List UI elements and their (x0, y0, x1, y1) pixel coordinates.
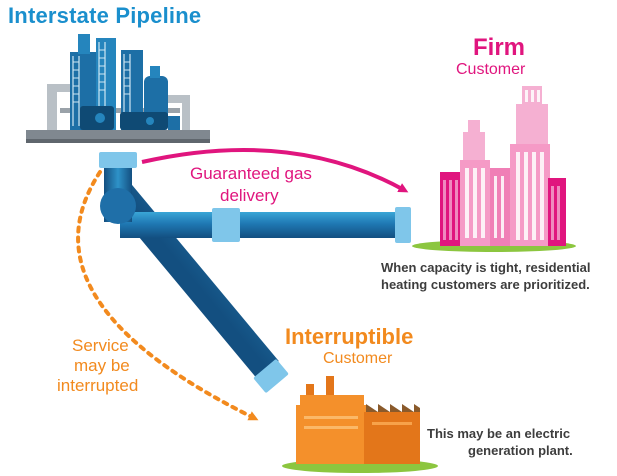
firm-customer-title: Firm (473, 34, 526, 61)
diagram-title: Interstate Pipeline (8, 3, 202, 28)
service-interrupted-label-line2: may be (74, 356, 130, 375)
coupling-top (99, 152, 137, 168)
pipeline (99, 152, 411, 393)
interruptible-note-line2: generation plant. (468, 443, 573, 458)
firm-note-line1: When capacity is tight, residential (381, 260, 591, 275)
guaranteed-delivery-label-line2: delivery (220, 186, 279, 205)
city-buildings-icon (412, 86, 576, 252)
firm-note-line2: heating customers are prioritized. (381, 277, 590, 292)
service-interrupted-label-line3: interrupted (57, 376, 139, 395)
guaranteed-delivery-arrow (141, 147, 409, 193)
service-interrupted-arrow (76, 170, 259, 421)
interruptible-customer-subtitle: Customer (323, 350, 393, 367)
coupling-mid (212, 208, 240, 242)
firm-customer-subtitle: Customer (456, 61, 526, 78)
gas-plant-icon (26, 34, 210, 143)
interruptible-note-line1: This may be an electric (427, 426, 571, 441)
factory-icon (282, 376, 438, 473)
service-interrupted-label-line1: Service (72, 336, 129, 355)
coupling-end (395, 207, 411, 243)
interruptible-customer-title: Interruptible (285, 324, 414, 349)
guaranteed-delivery-label-line1: Guaranteed gas (190, 164, 312, 183)
plant-platform (26, 130, 210, 139)
coupling-bottom (253, 359, 289, 393)
